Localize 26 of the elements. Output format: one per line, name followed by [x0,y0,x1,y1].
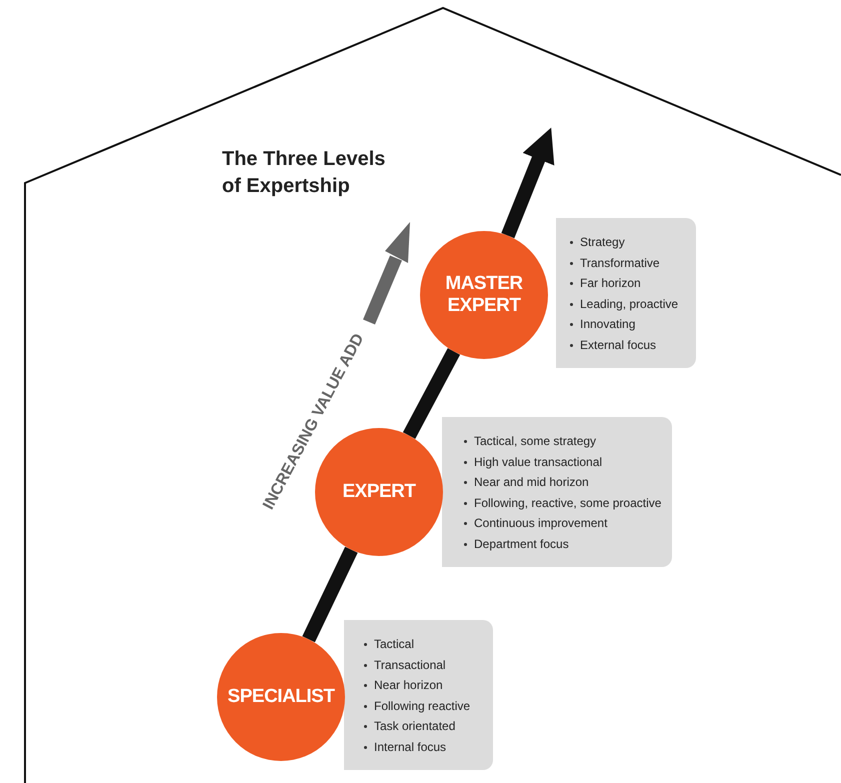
bullet-item: Innovating [568,314,678,334]
bullet-item: Continuous improvement [462,513,662,534]
bullet-item: Transactional [362,654,470,675]
arrow [501,128,554,238]
bullet-item: Internal focus [362,736,470,757]
info-panel [344,620,493,770]
bullet-item: Far horizon [568,273,678,294]
bullet-item: External focus [568,334,678,355]
bullet-item: Near horizon [362,675,470,696]
level-name: SPECIALIST [226,686,336,708]
bullet-item: Strategy [568,232,678,252]
bullet-item: Transformative [568,252,678,273]
level-name: EXPERT [341,481,417,503]
bullet-item: Leading, proactive [568,294,678,314]
bullet-item: Department focus [462,534,662,554]
info-panel [442,417,672,567]
info-panel [556,218,696,368]
bullet-item: Task orientated [362,716,470,736]
bullet-item: Near and mid horizon [462,472,662,492]
bullet-item: High value transactional [462,452,662,472]
level-name: MASTER EXPERT [444,273,524,317]
bullet-item: Tactical [362,634,470,654]
title: The Three Levels of Expertship [222,147,386,199]
bullet-item: Tactical, some strategy [462,431,662,452]
bullet-item: Following, reactive, some proactive [462,492,662,513]
bullet-item: Following reactive [362,696,470,716]
